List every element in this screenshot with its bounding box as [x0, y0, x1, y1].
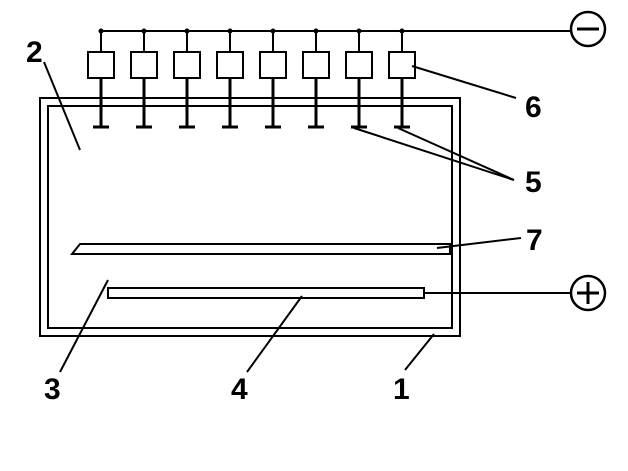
positive-terminal-circle: [569, 274, 607, 312]
resistor-box: [130, 51, 158, 79]
label-7: 7: [526, 224, 543, 257]
label-6: 6: [525, 91, 542, 124]
leader-line-5b: [397, 127, 515, 181]
label-4: 4: [231, 373, 248, 406]
positive-terminal: [569, 274, 607, 312]
leader-line-1: [404, 333, 435, 371]
negative-terminal-circle: [569, 10, 607, 48]
leader-line-7: [436, 237, 522, 249]
leader-line-3: [59, 279, 109, 373]
vessel-outer-wall: [39, 97, 461, 337]
electrode-array: [87, 28, 416, 129]
resistor-box: [216, 51, 244, 79]
leader-line-5a: [353, 127, 515, 181]
vessel-inner-wall: [47, 105, 453, 329]
leader-line-2: [43, 61, 81, 151]
resistor-box: [259, 51, 287, 79]
resistor-box: [388, 51, 416, 79]
label-2: 2: [26, 36, 43, 69]
leader-line-4: [246, 295, 303, 373]
label-3: 3: [44, 373, 61, 406]
leader-line-6: [411, 65, 517, 99]
resistor-box: [87, 51, 115, 79]
negative-terminal: [569, 10, 607, 48]
membrane-sheet: [69, 243, 451, 255]
anode-plate: [107, 287, 425, 299]
resistor-box: [345, 51, 373, 79]
label-5: 5: [525, 166, 542, 199]
resistor-box: [302, 51, 330, 79]
label-1: 1: [393, 373, 410, 406]
resistor-box: [173, 51, 201, 79]
